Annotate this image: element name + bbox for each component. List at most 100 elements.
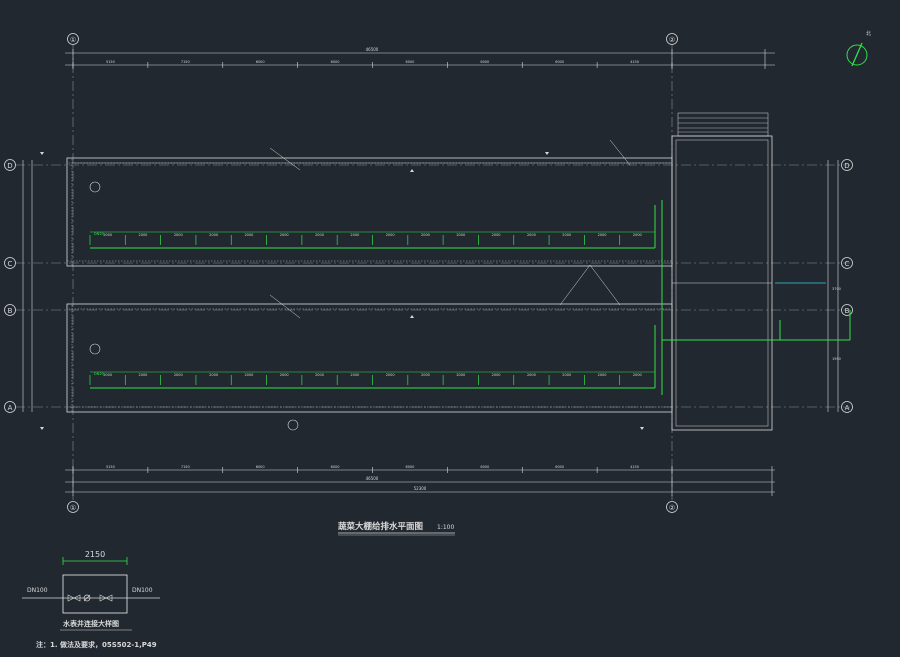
- lower-pipe-size: DN20: [94, 372, 104, 376]
- upper-segment-label: 2000: [598, 233, 607, 237]
- axis-label-right-c: C: [845, 260, 850, 268]
- lower-segment-label: 2000: [244, 373, 253, 377]
- upper-segment-label: 2000: [350, 233, 359, 237]
- top-dim-segment-label: 6000: [555, 60, 564, 64]
- axis-label-top-1: ①: [70, 36, 76, 44]
- side-dimension-lines: [22, 160, 839, 412]
- lower-segment-label: 2000: [562, 373, 571, 377]
- lower-segment-labels: 2000 2000 2000 2000 2000 2000 2000 2000 2000 2000…: [103, 373, 642, 377]
- top-segment-ticks: [72, 62, 673, 68]
- bottom-segment-ticks: [72, 467, 673, 473]
- upper-segment-label: 2000: [562, 233, 571, 237]
- axis-label-left-c: C: [8, 260, 13, 268]
- left-axis-bubbles: D C B A: [4, 159, 16, 413]
- upper-segment-labels: 2000 2000 2000 2000 2000 2000 2000 2000 2000 2000…: [103, 233, 642, 237]
- top-dim-segment-label: 6000: [256, 60, 265, 64]
- top-dimension-chain: [65, 49, 775, 69]
- lower-segment-label: 2000: [315, 373, 324, 377]
- annex-dim-2: 1950: [832, 357, 841, 361]
- top-dim-segment-label: 7150: [181, 60, 190, 64]
- detail-width-label: 2150: [85, 550, 105, 559]
- upper-segment-label: 2000: [456, 233, 465, 237]
- detail-caption: 水表井连接大样图: [63, 619, 119, 628]
- top-dim-segment-label: 6000: [480, 60, 489, 64]
- bottom-dim-segment-label: 4150: [630, 465, 639, 469]
- lower-emitter-ticks: [89, 375, 656, 385]
- upper-segment-label: 2000: [492, 233, 501, 237]
- axis-label-left-a: A: [8, 404, 13, 412]
- annotation-leaders: [269, 139, 631, 319]
- upper-segment-label: 2000: [527, 233, 536, 237]
- lower-segment-label: 2000: [280, 373, 289, 377]
- top-dim-segment-label: 4150: [630, 60, 639, 64]
- drawing-title: 蔬菜大棚给排水平面图: [338, 521, 423, 532]
- detail-pipe-out: DN100: [132, 587, 153, 594]
- axis-label-right-a: A: [845, 404, 850, 412]
- top-dim-segment-label: 6000: [331, 60, 340, 64]
- upper-emitter-ticks: [89, 235, 656, 245]
- bottom-dim-segment-label: 6000: [256, 465, 265, 469]
- index-bubbles: [89, 181, 299, 431]
- bottom-axis-bubbles: ① ②: [67, 501, 678, 513]
- bottom-dimension-chain: [65, 466, 775, 496]
- greenhouse-bay-upper: [66, 157, 673, 267]
- dim-bottom-overall: 52300: [414, 486, 427, 491]
- upper-segment-label: 2000: [139, 233, 148, 237]
- upper-segment-label: 2000: [315, 233, 324, 237]
- lower-segment-label: 2000: [350, 373, 359, 377]
- upper-segment-label: 2000: [386, 233, 395, 237]
- top-axis-bubbles: ① ②: [67, 33, 678, 45]
- annex-dim-1: 3700: [832, 287, 841, 291]
- lower-segment-label: 2000: [527, 373, 536, 377]
- lower-segment-label: 2000: [386, 373, 395, 377]
- general-note: 注：1. 做法及要求，05S502-1,P49: [36, 640, 157, 649]
- elevation-markers: [40, 152, 644, 430]
- lower-segment-label: 2000: [174, 373, 183, 377]
- upper-segment-label: 2000: [103, 233, 112, 237]
- lower-segment-label: 2000: [139, 373, 148, 377]
- north-label: 北: [866, 30, 871, 37]
- bottom-dim-segment-label: 6000: [480, 465, 489, 469]
- lower-segment-label: 2000: [633, 373, 642, 377]
- detail-pipe-in: DN100: [27, 587, 48, 594]
- upper-segment-label: 2000: [421, 233, 430, 237]
- upper-segment-label: 2000: [174, 233, 183, 237]
- axis-label-right-b: B: [845, 307, 850, 315]
- lower-segment-label: 2000: [598, 373, 607, 377]
- axis-label-left-b: B: [8, 307, 13, 315]
- axis-label-left-d: D: [7, 162, 12, 170]
- drawing-scale: 1:100: [437, 524, 454, 531]
- right-axis-bubbles: D C B A: [841, 159, 853, 413]
- lower-segment-label: 2000: [492, 373, 501, 377]
- bottom-dim-segment-label: 6000: [331, 465, 340, 469]
- dim-bottom-total: 46500: [366, 476, 379, 481]
- top-dim-segment-label: 6000: [405, 60, 414, 64]
- upper-segment-label: 2000: [209, 233, 218, 237]
- greenhouse-bay-lower: [66, 303, 673, 413]
- lower-segment-label: 2000: [103, 373, 112, 377]
- upper-pipe-size: DN20: [94, 232, 104, 236]
- bottom-dim-segment-label: 6000: [405, 465, 414, 469]
- bottom-segment-labels: 5150 7150 6000 6000 6000 6000 6000 4150: [106, 465, 639, 469]
- axis-label-top-2: ②: [669, 36, 675, 44]
- axis-label-bottom-2: ②: [669, 504, 675, 512]
- bottom-dim-segment-label: 7150: [181, 465, 190, 469]
- axis-label-bottom-1: ①: [70, 504, 76, 512]
- upper-segment-label: 2000: [244, 233, 253, 237]
- dim-top-total: 46500: [366, 47, 379, 52]
- bottom-dim-segment-label: 5150: [106, 465, 115, 469]
- lower-segment-label: 2000: [456, 373, 465, 377]
- meter-well-detail: 2150 DN100 DN100 水表井连接大样图: [22, 550, 160, 631]
- main-supply-riser: [661, 200, 851, 395]
- bottom-dim-segment-label: 6000: [555, 465, 564, 469]
- upper-segment-label: 2000: [280, 233, 289, 237]
- lower-segment-label: 2000: [421, 373, 430, 377]
- upper-segment-label: 2000: [633, 233, 642, 237]
- service-annex: [671, 112, 773, 431]
- lower-segment-label: 2000: [209, 373, 218, 377]
- top-segment-labels: 5150 7150 6000 6000 6000 6000 6000 4150: [106, 60, 639, 64]
- axis-label-right-d: D: [844, 162, 849, 170]
- north-arrow-icon: 北: [846, 30, 871, 67]
- top-dim-segment-label: 5150: [106, 60, 115, 64]
